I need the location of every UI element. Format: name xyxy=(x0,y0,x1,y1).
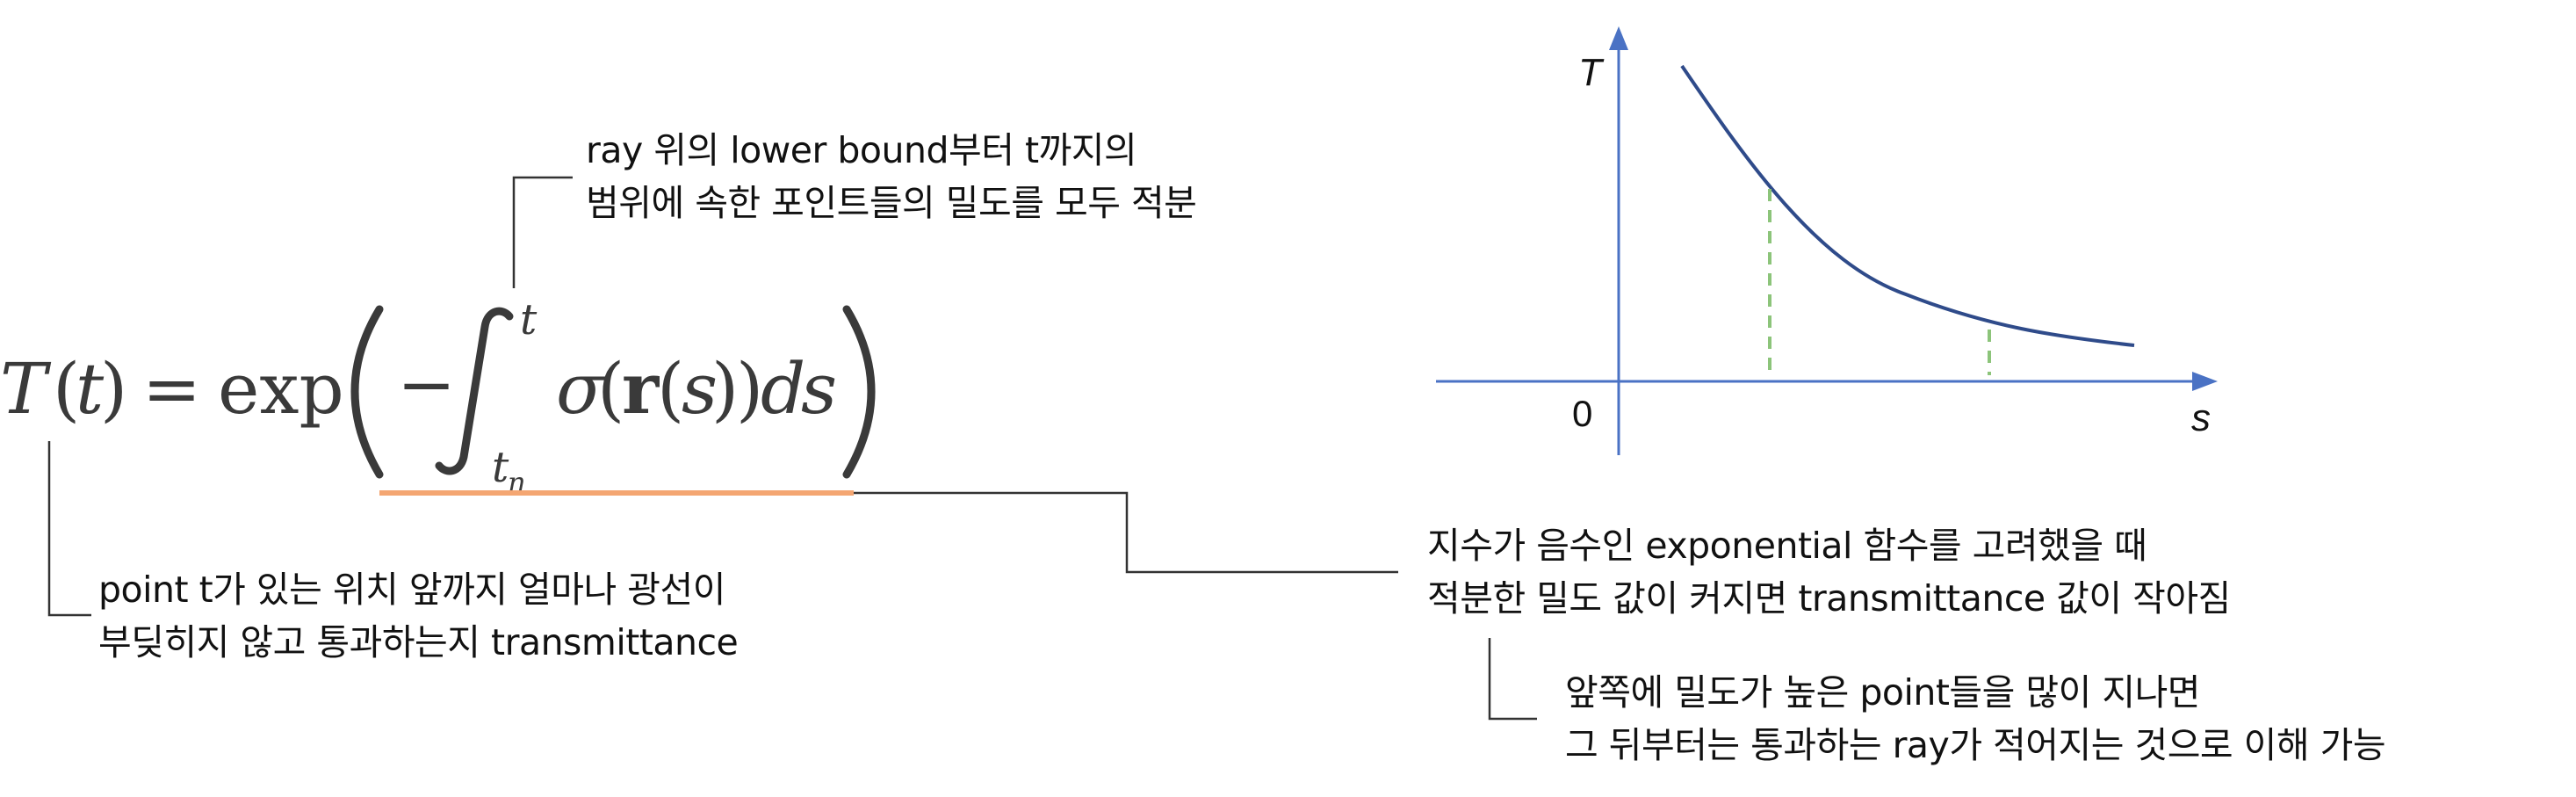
integral-annotation-line-2: 범위에 속한 포인트들의 밀도를 모두 적분 xyxy=(586,182,1197,224)
exponential-annotation-line-2: 적분한 밀도 값이 커지면 transmittance 값이 작아짐 xyxy=(1427,577,2231,619)
density-leader-line xyxy=(1488,638,1537,721)
transmittance-annotation: point t가 있는 위치 앞까지 얼마나 광선이 부딪히지 않고 통과하는지… xyxy=(98,563,739,669)
formula-paren-3: ) xyxy=(711,348,739,430)
formula-integral-sign xyxy=(435,307,514,475)
origin-label: 0 xyxy=(1572,393,1592,434)
formula-big-left-paren xyxy=(350,305,384,479)
formula-sigma: σ xyxy=(556,348,606,430)
formula-equals: = xyxy=(142,348,201,430)
formula-upper-limit: t xyxy=(520,295,538,344)
y-axis-label: T xyxy=(1578,51,1605,94)
y-axis-arrow xyxy=(1609,26,1628,50)
formula-paren-2: ( xyxy=(657,348,684,430)
transmittance-formula: T ( t ) = exp − t t n σ ( r ( s ) ) d s xyxy=(0,295,876,499)
integral-annotation-line-1: ray 위의 lower bound부터 t까지의 xyxy=(586,129,1137,171)
transmittance-annotation-line-1: point t가 있는 위치 앞까지 얼마나 광선이 xyxy=(98,569,725,611)
density-annotation-line-2: 그 뒤부터는 통과하는 ray가 적어지는 것으로 이해 가능 xyxy=(1565,724,2386,766)
formula-paren-1: ( xyxy=(597,348,624,430)
formula-s: s xyxy=(682,348,718,430)
transmittance-leader-line xyxy=(47,441,91,617)
integral-leader-line xyxy=(512,176,573,288)
transmittance-curve xyxy=(1680,64,2135,347)
transmittance-annotation-line-2: 부딪히지 않고 통과하는지 transmittance xyxy=(98,621,739,663)
x-axis-label: s xyxy=(2191,396,2211,439)
x-axis-arrow xyxy=(2192,372,2218,391)
formula-big-right-paren xyxy=(842,305,876,479)
density-annotation-line-1: 앞쪽에 밀도가 높은 point들을 많이 지나면 xyxy=(1565,671,2201,714)
formula-d: d xyxy=(761,348,805,430)
formula-minus: − xyxy=(397,344,456,425)
exponential-annotation-line-1: 지수가 음수인 exponential 함수를 고려했을 때 xyxy=(1427,525,2147,567)
formula-lower-limit: t xyxy=(492,443,509,492)
formula-open-paren: ( xyxy=(53,348,80,430)
formula-r: r xyxy=(622,347,660,430)
density-annotation: 앞쪽에 밀도가 높은 point들을 많이 지나면 그 뒤부터는 통과하는 ra… xyxy=(1565,666,2386,772)
transmittance-graph: T s 0 xyxy=(1436,26,2218,455)
exponential-leader-line xyxy=(854,491,1398,574)
formula-T: T xyxy=(0,348,52,430)
formula-t: t xyxy=(76,348,105,430)
exponential-annotation: 지수가 음수인 exponential 함수를 고려했을 때 적분한 밀도 값이… xyxy=(1427,519,2231,625)
formula-exp: exp xyxy=(218,348,344,430)
formula-ds-s: s xyxy=(801,348,837,430)
formula-paren-4: ) xyxy=(736,348,763,430)
formula-close-paren: ) xyxy=(100,348,127,430)
integral-annotation: ray 위의 lower bound부터 t까지의 범위에 속한 포인트들의 밀… xyxy=(586,124,1197,229)
